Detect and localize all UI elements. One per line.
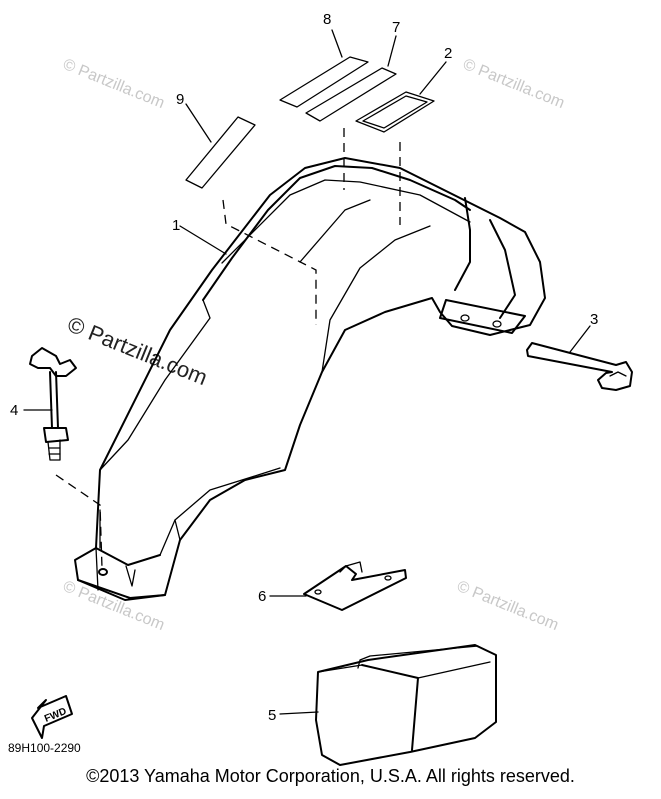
callout-5: 5: [268, 707, 276, 724]
box-cover-part: [315, 644, 497, 766]
copyright-notice: ©2013 Yamaha Motor Corporation, U.S.A. A…: [86, 766, 575, 786]
leader-5: [279, 711, 319, 715]
diagram-code: 89H100-2290: [8, 741, 81, 755]
watermark-bottom-right: © Partzilla.com: [455, 578, 561, 634]
callout-3: 3: [590, 311, 598, 328]
callout-6: 6: [258, 588, 266, 605]
callout-2: 2: [444, 45, 452, 62]
leader-9: [185, 103, 212, 143]
leader-2: [419, 61, 447, 95]
callout-9: 9: [176, 91, 184, 108]
watermark-top-left: © Partzilla.com: [61, 56, 167, 112]
assembly-line-4: [55, 474, 103, 569]
leader-8: [331, 29, 343, 58]
rear-fender: [74, 157, 546, 601]
leader-1: [179, 225, 227, 255]
callout-7: 7: [392, 19, 400, 36]
callout-4: 4: [10, 402, 18, 419]
stay-rod-part: [526, 342, 633, 391]
watermark-bottom-left: © Partzilla.com: [61, 578, 167, 634]
decal-7: [305, 67, 397, 122]
leader-3: [569, 325, 591, 353]
watermark-main: © Partzilla.com: [64, 311, 211, 390]
callout-8: 8: [323, 11, 331, 28]
wing-bolt-part: [29, 347, 77, 461]
decal-8: [279, 56, 369, 108]
bracket-plate-part: [303, 561, 407, 611]
callout-1: 1: [172, 217, 180, 234]
leader-7: [387, 35, 397, 67]
decal-9: [185, 116, 256, 189]
assembly-line-9: [222, 199, 317, 325]
watermark-top-right: © Partzilla.com: [461, 56, 567, 112]
decal-2: [355, 91, 435, 133]
forward-arrow-icon: FWD: [31, 695, 73, 739]
